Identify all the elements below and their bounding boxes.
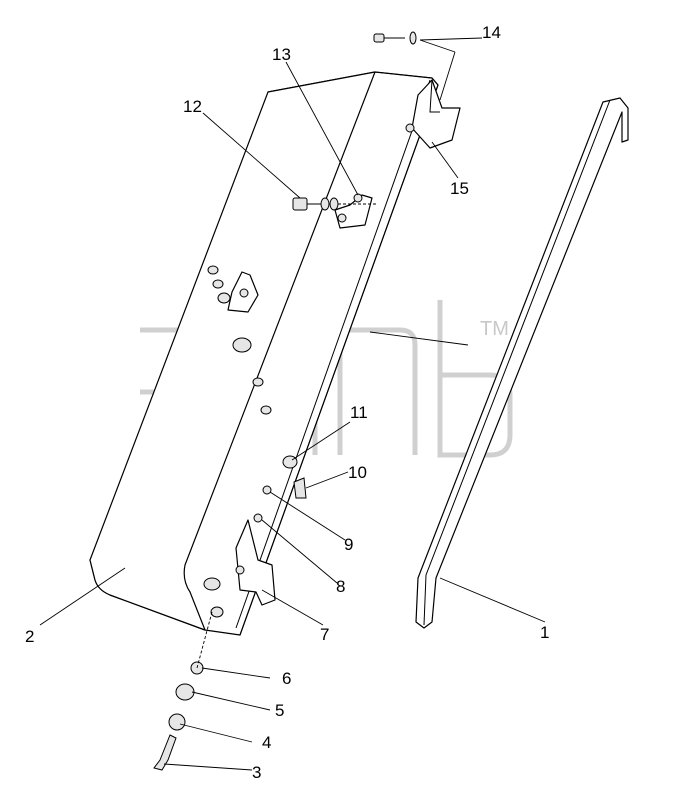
main-panel-part <box>89 71 439 636</box>
watermark-trademark: TM <box>480 318 509 340</box>
callout-12: 12 <box>183 97 202 116</box>
callout-13: 13 <box>272 45 291 64</box>
callout-10: 10 <box>348 463 367 482</box>
top-bracket-part <box>405 79 461 149</box>
callout-4: 4 <box>262 733 271 752</box>
bracket-13-part <box>334 193 373 229</box>
callout-14: 14 <box>482 23 501 42</box>
bolt-12-part <box>292 197 378 211</box>
callout-15: 15 <box>450 179 469 198</box>
bolt-14-part <box>373 31 417 45</box>
mid-bracket-part <box>207 265 272 415</box>
callout-1: 1 <box>540 623 549 642</box>
hardware-stack-3-6 <box>153 611 213 771</box>
callout-8: 8 <box>336 577 345 596</box>
callout-3: 3 <box>252 763 261 782</box>
callout-9: 9 <box>344 535 353 554</box>
leader-lines <box>39 37 546 771</box>
callout-5: 5 <box>275 701 284 720</box>
callout-labels: 1 2 3 4 5 6 7 8 9 10 11 12 13 14 15 <box>25 23 549 782</box>
nut-8-9 <box>253 485 272 523</box>
callout-2: 2 <box>25 627 34 646</box>
rod-part <box>415 97 629 629</box>
callout-11: 11 <box>350 403 368 422</box>
bottom-bracket-part <box>203 519 276 618</box>
callout-7: 7 <box>320 625 329 644</box>
callout-6: 6 <box>282 669 291 688</box>
